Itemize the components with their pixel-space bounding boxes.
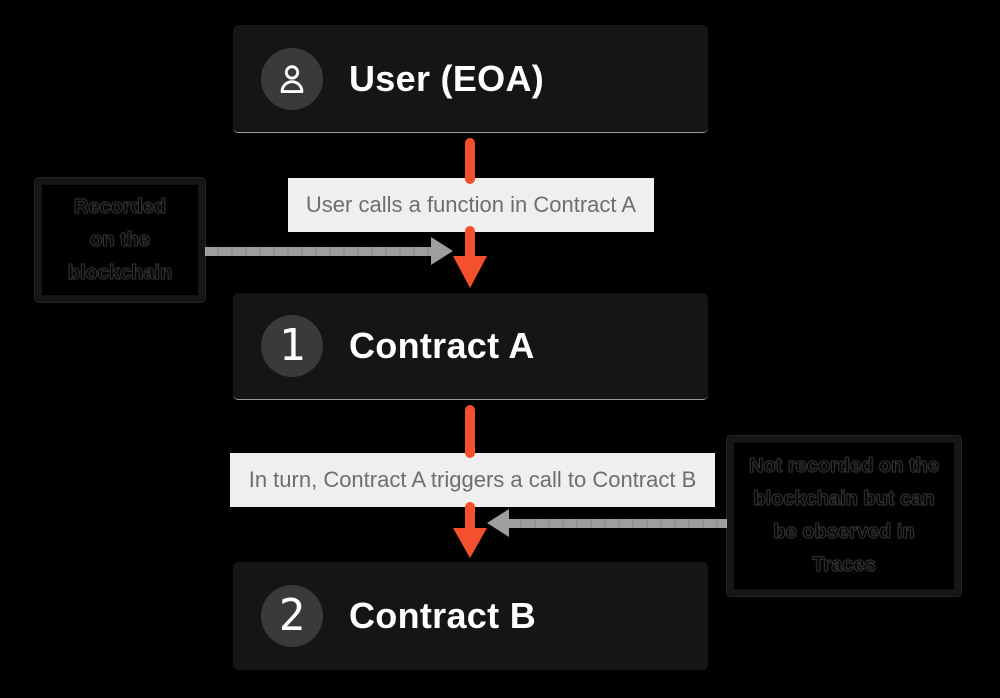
- note-recorded-on-blockchain: Recorded on the blockchain: [35, 178, 205, 302]
- user-avatar-circle: [261, 47, 323, 110]
- note-left-line-3: blockchain: [67, 261, 173, 284]
- flow-step-label-2: In turn, Contract A triggers a call to C…: [230, 453, 715, 507]
- note-not-recorded-traces: Not recorded on the blockchain but can b…: [727, 436, 961, 596]
- contract-b-title: Contract B: [349, 595, 537, 636]
- contract-b-number: 2: [278, 590, 306, 641]
- note-right-line-2: blockchain but can: [753, 488, 935, 511]
- flow-arrow-1-head-icon: [453, 256, 487, 288]
- note-left-line-1: Recorded: [73, 195, 167, 218]
- note-arrow-left-head-icon: [431, 237, 453, 265]
- note-right-line-1: Not recorded on the: [748, 455, 940, 478]
- contract-b-number-circle: 2: [261, 585, 323, 647]
- contract-a-title: Contract A: [349, 325, 535, 366]
- flow-arrow-2-head-icon: [453, 528, 487, 558]
- note-left-line-2: on the: [90, 228, 151, 251]
- person-icon: [280, 64, 304, 93]
- flow-arrow-2-segment-bottom: [465, 502, 475, 538]
- contract-a-number-circle: 1: [261, 315, 323, 377]
- note-arrow-right-head-icon: [487, 509, 509, 537]
- note-right-line-3: be observed in: [773, 521, 915, 544]
- flow-step-label-1: User calls a function in Contract A: [288, 178, 654, 232]
- user-eoa-title: User (EOA): [349, 57, 545, 99]
- flow-arrow-1-segment-bottom: [465, 226, 475, 262]
- note-right-line-4: Traces: [812, 554, 876, 577]
- flow-arrow-2-segment-top: [465, 405, 475, 458]
- note-arrow-right-line: [508, 519, 732, 528]
- contract-a-box: 1 Contract A: [233, 293, 708, 400]
- contract-b-box: 2 Contract B: [233, 562, 708, 670]
- flow-arrow-1-segment-top: [465, 138, 475, 184]
- note-arrow-left-line: [205, 247, 433, 256]
- contract-a-number: 1: [278, 320, 306, 371]
- user-eoa-box: User (EOA): [233, 25, 708, 133]
